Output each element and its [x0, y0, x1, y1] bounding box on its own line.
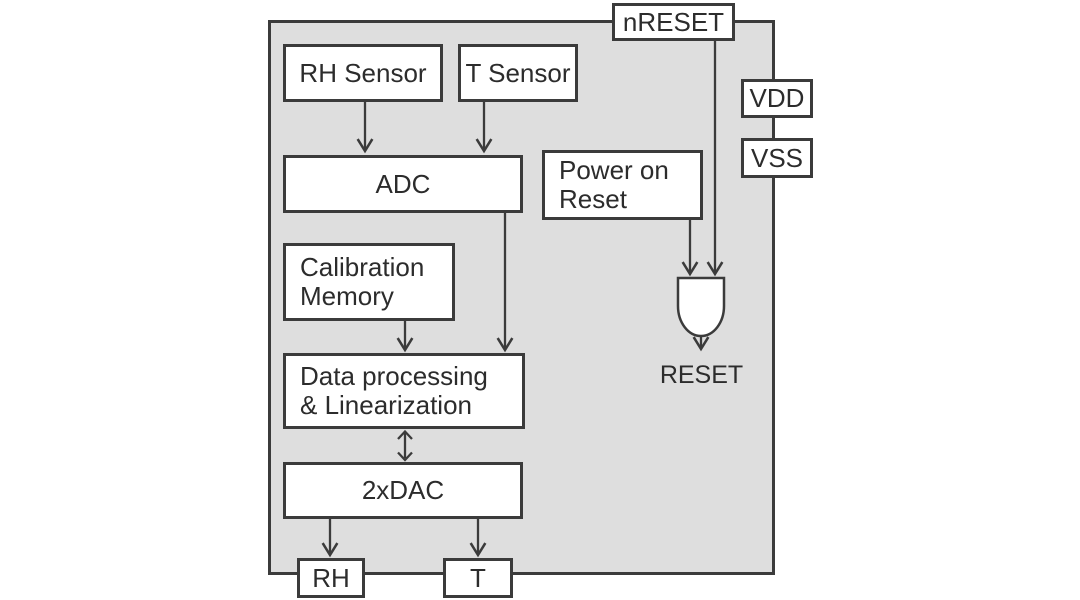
block-label: Power on Reset: [559, 155, 669, 214]
pin-t-out: T: [443, 558, 513, 598]
pin-vdd: VDD: [741, 79, 813, 118]
pin-vss: VSS: [741, 138, 813, 178]
pin-label: VDD: [749, 83, 805, 113]
block-t-sensor: T Sensor: [458, 44, 578, 102]
pin-label: VSS: [750, 142, 804, 173]
block-power-on-reset: Power on Reset: [542, 150, 703, 220]
pin-label: nRESET: [622, 6, 725, 37]
pin-nreset: nRESET: [612, 3, 735, 41]
pin-label: T: [470, 562, 486, 593]
block-label: T Sensor: [465, 57, 571, 88]
pin-label: RH: [312, 562, 350, 593]
block-2xdac: 2xDAC: [283, 462, 523, 519]
block-rh-sensor: RH Sensor: [283, 44, 443, 102]
block-label: ADC: [375, 168, 431, 199]
block-data-processing: Data processing & Linearization: [283, 353, 525, 429]
block-label: 2xDAC: [361, 475, 445, 505]
block-calibration-memory: Calibration Memory: [283, 243, 455, 321]
block-label: Data processing & Linearization: [300, 361, 488, 420]
block-label: Calibration Memory: [300, 252, 425, 311]
block-label: RH Sensor: [299, 57, 427, 88]
block-adc: ADC: [283, 155, 523, 213]
pin-rh-out: RH: [297, 558, 365, 598]
reset-label: RESET: [659, 361, 744, 389]
